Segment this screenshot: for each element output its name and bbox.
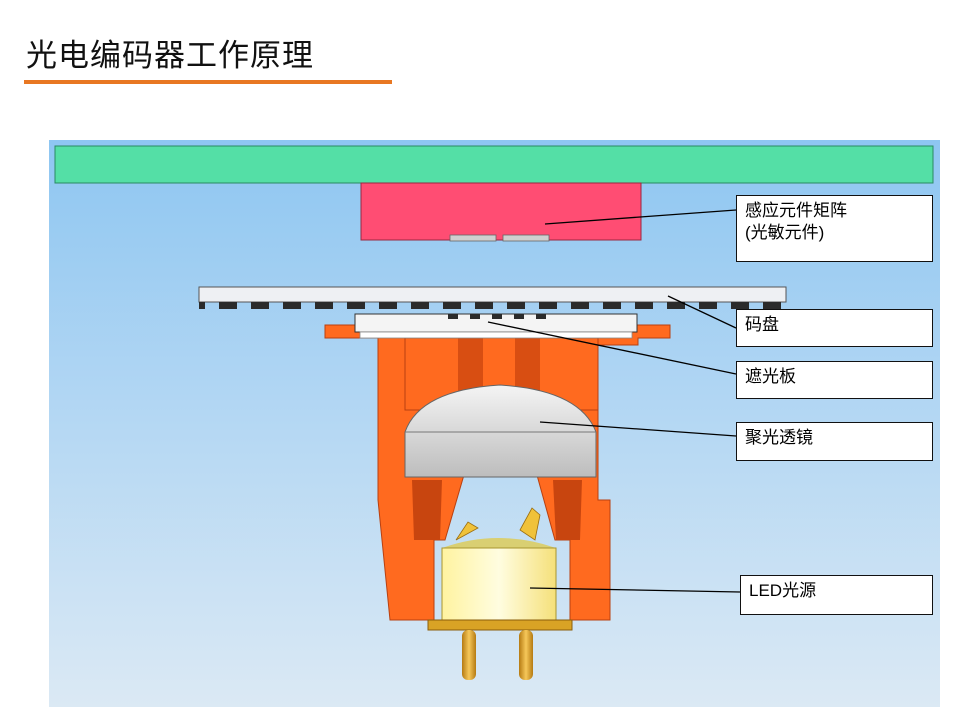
label-led-text: LED光源: [749, 581, 817, 600]
mask-support: [359, 331, 633, 339]
leader-sensor: [544, 209, 737, 225]
label-sensor-array: 感应元件矩阵 (光敏元件): [736, 195, 933, 262]
label-sensor-line2: (光敏元件): [745, 223, 825, 242]
sensor-array: [360, 182, 642, 241]
led-base: [427, 619, 573, 631]
leader-lens: [539, 421, 737, 437]
housing-slot-right: [553, 480, 582, 540]
mask-plate-slots: [448, 314, 546, 319]
sensor-element-right: [502, 234, 550, 242]
led-pin-left: [462, 630, 476, 680]
pcb-board: [54, 145, 934, 184]
label-code-disc-text: 码盘: [745, 315, 779, 334]
leader-mask: [487, 321, 737, 375]
title-underline: [24, 80, 392, 84]
label-mask-text: 遮光板: [745, 367, 796, 386]
sensor-element-left: [449, 234, 497, 242]
housing: [324, 324, 671, 621]
page-title: 光电编码器工作原理: [26, 38, 314, 74]
label-lens: 聚光透镜: [736, 422, 933, 461]
label-led: LED光源: [740, 575, 933, 615]
led-pin-right: [519, 630, 533, 680]
housing-slot-left: [412, 480, 442, 540]
leader-code-disc: [667, 295, 737, 329]
label-lens-text: 聚光透镜: [745, 428, 813, 447]
label-code-disc: 码盘: [736, 309, 933, 347]
code-disc: [198, 286, 787, 303]
code-disc-teeth: [199, 302, 781, 309]
label-mask: 遮光板: [736, 361, 933, 399]
label-sensor-line1: 感应元件矩阵: [745, 201, 847, 220]
leader-led: [529, 587, 741, 593]
led-source: [441, 507, 557, 621]
